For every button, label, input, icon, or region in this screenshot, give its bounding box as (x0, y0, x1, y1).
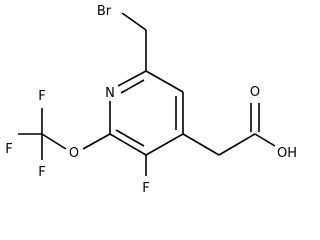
cf3-fluorine-bottom-label: F (38, 165, 45, 180)
structure-diagram: Br N F O F F F O OH (5, 4, 297, 196)
cf3-fluorine-top-label: F (38, 89, 45, 104)
bond-c2-o (82, 133, 111, 150)
bond-c3-c2-inner (115, 129, 145, 147)
nitrogen-label: N (105, 86, 115, 101)
bond-c-oh (254, 133, 276, 147)
hydroxyl-label: OH (277, 146, 297, 161)
bond-c3-c2 (109, 133, 147, 156)
bond-n-c6 (117, 70, 147, 87)
bond-c6-c5 (145, 70, 184, 93)
atom-labels: Br N F O F F F O OH (5, 4, 297, 196)
bond-ch2-cooh (218, 133, 256, 156)
bonds (18, 12, 276, 176)
ether-oxygen-label: O (69, 146, 79, 161)
bond-o-cf3 (41, 133, 67, 150)
bond-n-c6-inner (120, 79, 145, 94)
carbonyl-oxygen-label: O (250, 85, 260, 100)
bromine-label: Br (97, 4, 112, 19)
cf3-fluorine-left-label: F (5, 142, 12, 157)
ring-fluorine-label: F (142, 181, 149, 196)
bond-c4-ch2 (182, 133, 220, 156)
bond-c4-c3 (145, 133, 184, 156)
molecule-canvas: Br N F O F F F O OH (5, 4, 298, 196)
bond-br-ch2 (121, 12, 147, 31)
